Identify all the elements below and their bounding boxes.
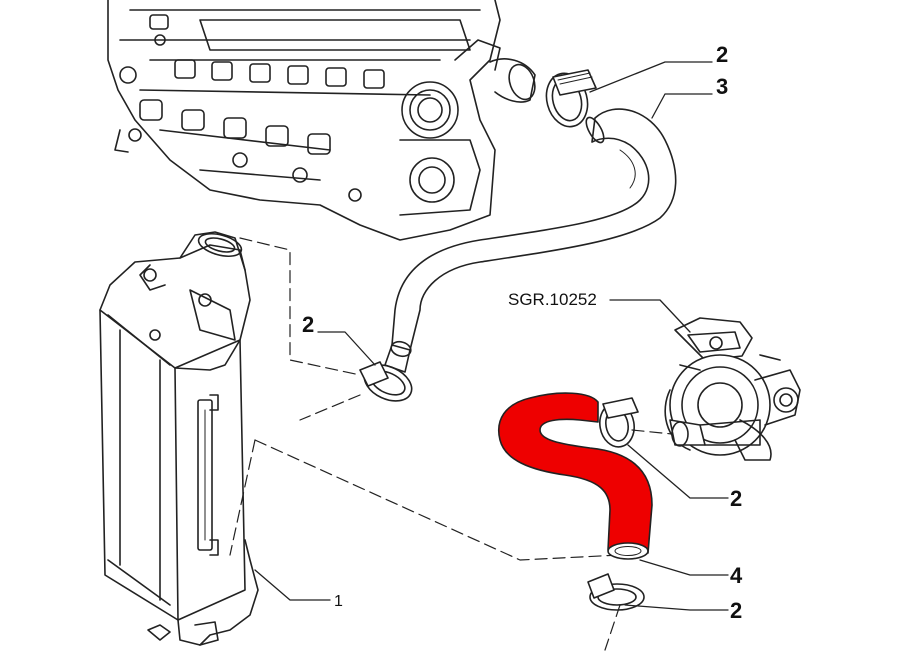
- assembly-guide-lines: [229, 237, 673, 651]
- callout-clamp-turbo: 2: [730, 486, 742, 511]
- callout-clamp-left: 2: [302, 312, 314, 337]
- callout-clamp-top: 2: [716, 42, 728, 67]
- callout-intercooler: 1: [334, 593, 343, 610]
- callout-turbo-ref: SGR.10252: [508, 290, 597, 309]
- hose-clamp-turbo: [599, 397, 639, 448]
- callout-hose-red: 4: [730, 563, 743, 588]
- callout-hose-upper: 3: [716, 74, 728, 99]
- hose-clamp-bottom: [587, 573, 645, 611]
- intercooler: [99, 231, 259, 646]
- callout-clamp-bottom: 2: [730, 598, 742, 623]
- turbo-outlet-hose-highlighted: [498, 392, 653, 560]
- hose-clamp-left: [359, 361, 413, 402]
- turbocharger: [664, 317, 801, 461]
- engine-cylinder-head: [107, 0, 536, 241]
- upper-intercooler-hose: [384, 108, 677, 373]
- hose-clamp-top: [545, 69, 597, 128]
- callout-leader-lines: [254, 61, 729, 611]
